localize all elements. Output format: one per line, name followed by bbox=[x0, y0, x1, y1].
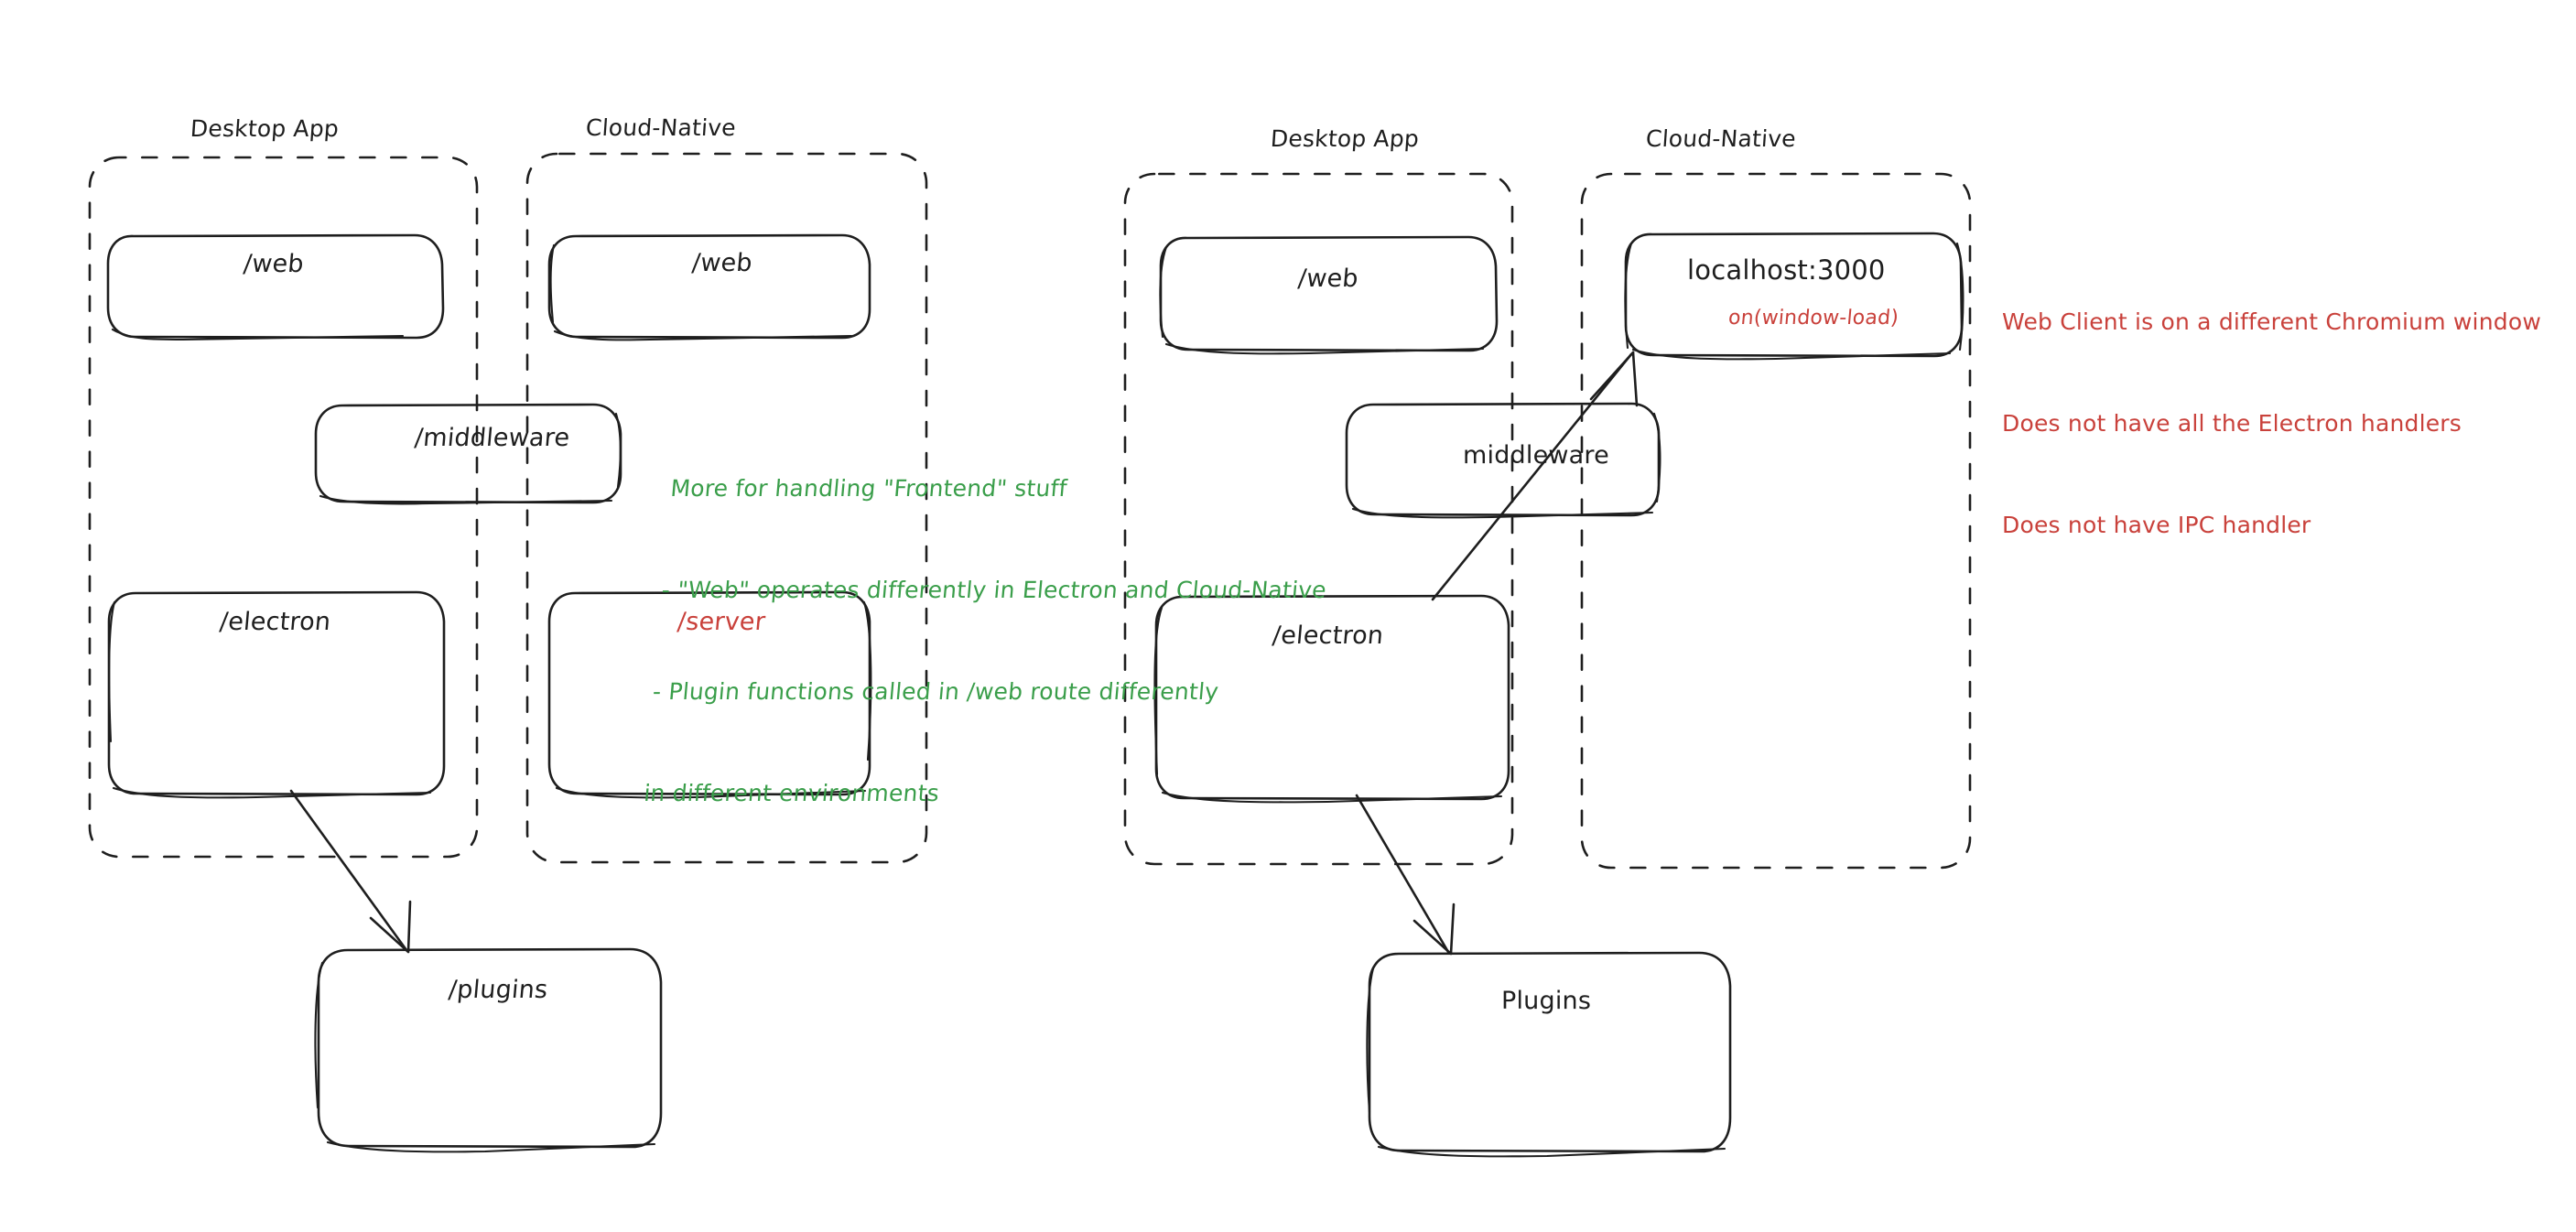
right-red-note-line-2: Does not have all the Electron handlers bbox=[2002, 410, 2462, 437]
right-node-electron-label: /electron bbox=[1271, 621, 1385, 650]
left-green-note: More for handling "Frontend" stuff - "We… bbox=[636, 404, 1342, 878]
right-node-localhost-label: localhost:3000 bbox=[1687, 254, 1886, 286]
node-left-plugins[interactable] bbox=[314, 947, 663, 1153]
group-left-cloud-native bbox=[525, 152, 928, 864]
right-red-note: Web Client is on a different Chromium wi… bbox=[2002, 237, 2541, 610]
right-node-desktop-web-label: /web bbox=[1296, 265, 1360, 293]
left-node-electron-label: /electron bbox=[218, 608, 332, 636]
right-group-desktop-app-title: Desktop App bbox=[1269, 125, 1421, 152]
node-left-cloud-server[interactable] bbox=[547, 590, 872, 799]
node-right-localhost[interactable] bbox=[1624, 232, 1964, 361]
group-right-cloud-native bbox=[1580, 172, 1972, 870]
left-group-desktop-app-title: Desktop App bbox=[189, 115, 341, 142]
right-node-localhost-sublabel: on(window-load) bbox=[1726, 307, 1900, 330]
node-right-desktop-web[interactable] bbox=[1159, 235, 1499, 355]
left-node-desktop-web-label: /web bbox=[242, 250, 306, 278]
node-right-plugins[interactable] bbox=[1366, 951, 1732, 1158]
node-left-cloud-web[interactable] bbox=[547, 233, 871, 341]
left-green-note-line-1: More for handling "Frontend" stuff bbox=[669, 475, 1068, 502]
group-right-desktop-app bbox=[1123, 172, 1514, 866]
right-node-plugins-label: Plugins bbox=[1501, 987, 1592, 1015]
node-left-desktop-electron[interactable] bbox=[107, 590, 446, 799]
node-left-middleware[interactable] bbox=[314, 403, 622, 505]
right-red-note-line-3: Does not have IPC handler bbox=[2002, 512, 2311, 538]
arrow-right-electron-to-localhost bbox=[1431, 351, 1639, 601]
right-node-middleware-label: middleware bbox=[1463, 441, 1609, 470]
left-green-note-line-2: - "Web" operates differently in Electron… bbox=[660, 577, 1328, 603]
left-node-middleware-label: /middleware bbox=[413, 424, 571, 452]
node-right-desktop-electron[interactable] bbox=[1153, 594, 1510, 804]
right-group-cloud-native-title: Cloud-Native bbox=[1644, 125, 1797, 152]
arrow-right-electron-to-plugins bbox=[1355, 794, 1456, 956]
left-group-cloud-native-title: Cloud-Native bbox=[584, 114, 737, 141]
node-right-middleware[interactable] bbox=[1345, 402, 1661, 519]
right-red-note-line-1: Web Client is on a different Chromium wi… bbox=[2002, 308, 2541, 335]
arrow-left-electron-to-plugins bbox=[289, 789, 412, 954]
node-left-desktop-web[interactable] bbox=[106, 233, 445, 341]
left-green-note-line-4: in different environments bbox=[643, 780, 941, 806]
left-green-note-line-3: - Plugin functions called in /web route … bbox=[651, 678, 1220, 705]
left-node-cloud-web-label: /web bbox=[690, 249, 754, 277]
left-node-plugins-label: /plugins bbox=[447, 976, 549, 1004]
group-left-desktop-app bbox=[88, 156, 479, 859]
